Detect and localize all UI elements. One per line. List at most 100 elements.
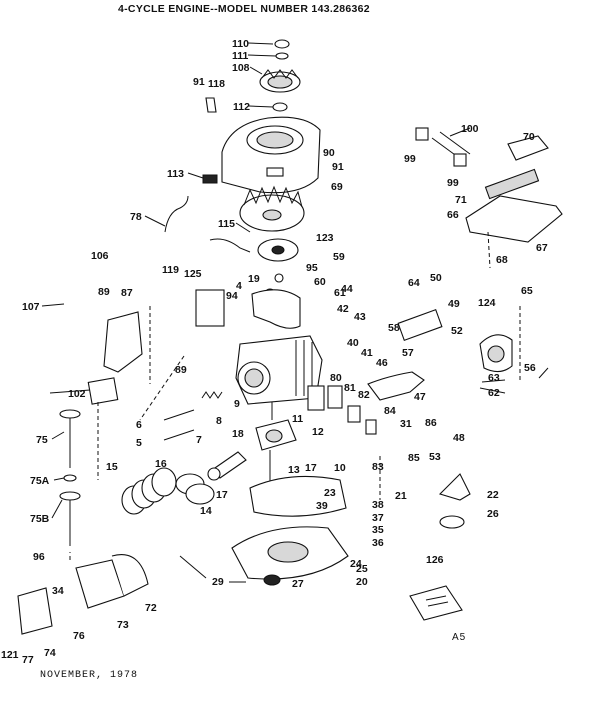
callout-label: 78 [130, 211, 142, 223]
callout-label: 39 [316, 500, 328, 512]
callout-label: 18 [232, 428, 244, 440]
callout-label: 68 [496, 254, 508, 266]
callout-label: 57 [402, 347, 414, 359]
callout-label: 20 [356, 576, 368, 588]
blower-housing-part [221, 116, 321, 194]
breather-part [307, 385, 325, 411]
callout-label: 38 [372, 499, 384, 511]
callout-label: 77 [22, 654, 34, 666]
fuel-line-part [415, 127, 471, 167]
callout-label: 108 [232, 62, 250, 74]
piston-part [175, 473, 215, 505]
callout-label: 85 [408, 452, 420, 464]
callout-label: 14 [200, 505, 212, 517]
callout-label: 107 [22, 301, 40, 313]
callout-label: 83 [372, 461, 384, 473]
callout-label: 67 [536, 242, 548, 254]
callout-label: 7 [196, 434, 202, 446]
callout-label: 74 [44, 647, 56, 659]
callout-label: 31 [400, 418, 412, 430]
callout-label: 62 [488, 387, 500, 399]
callout-label: 96 [33, 551, 45, 563]
exhaust-valve-part [59, 491, 81, 546]
callout-label: 12 [312, 426, 324, 438]
callout-label: 46 [376, 357, 388, 369]
callout-label: 64 [408, 277, 420, 289]
valve-spring-part [201, 391, 223, 399]
callout-label: 82 [358, 389, 370, 401]
callout-label: 75B [30, 513, 50, 525]
callout-label: 6 [136, 419, 142, 431]
callout-label: 84 [384, 405, 396, 417]
tank-bracket-part [195, 289, 225, 327]
piston-rings-part [121, 467, 177, 515]
bracket-part [205, 97, 217, 113]
callout-label: 17 [216, 489, 228, 501]
callout-label: 121 [1, 649, 19, 661]
publication-date: NOVEMBER, 1978 [40, 670, 139, 681]
callout-label: 56 [524, 362, 536, 374]
callout-label: 23 [324, 487, 336, 499]
washer-part [272, 102, 288, 112]
fuel-tank-part [465, 135, 563, 243]
callout-label: 72 [145, 602, 157, 614]
callout-label: 42 [337, 303, 349, 315]
callout-label: 4 [236, 280, 242, 292]
callout-label: 26 [487, 508, 499, 520]
flywheel-part [239, 185, 305, 232]
throttle-bracket-part [397, 308, 443, 342]
nut-part [274, 39, 290, 60]
callout-label: 66 [447, 209, 459, 221]
air-baffle-part [251, 289, 301, 329]
callout-label: 17 [305, 462, 317, 474]
callout-label: 60 [314, 276, 326, 288]
muffler-part [75, 554, 149, 609]
intake-valve-part [59, 409, 81, 468]
callout-label: 75A [30, 475, 50, 487]
callout-label: 37 [372, 512, 384, 524]
callout-label: 90 [323, 147, 335, 159]
callout-label: 112 [233, 101, 250, 113]
callout-label: 99 [447, 177, 459, 189]
callout-label: 125 [184, 268, 202, 280]
callout-label: 61 [334, 287, 346, 299]
oil-seal-part [263, 574, 281, 586]
callout-label: 94 [226, 290, 238, 302]
callout-labels: 110 111 108 91 118 112 100 70 90 91 99 9… [1, 38, 548, 666]
float-bowl-part [438, 473, 471, 529]
callout-label: 71 [455, 194, 467, 206]
grille-part [202, 174, 218, 184]
callout-label: 41 [361, 347, 373, 359]
page-identifier: A5 [452, 632, 467, 643]
valve-cover-part [87, 377, 119, 405]
governor-link-part [367, 371, 425, 401]
callout-label: 115 [218, 218, 235, 230]
callout-label: 24 [350, 558, 362, 570]
callout-label: 36 [372, 537, 384, 549]
breather-gasket-part [327, 385, 343, 409]
callout-label: 15 [106, 461, 118, 473]
callout-label: 58 [388, 322, 400, 334]
callout-label: 44 [341, 283, 353, 295]
mounting-flange-part [231, 526, 349, 580]
callout-label: 69 [331, 181, 343, 193]
sump-gasket-part [249, 475, 347, 517]
ignition-coil-part [257, 238, 299, 262]
callout-label: 49 [448, 298, 460, 310]
callout-label: 11 [292, 413, 303, 425]
callout-label: 106 [91, 250, 109, 262]
callout-label: 123 [316, 232, 334, 244]
callout-label: 126 [426, 554, 444, 566]
callout-label: 59 [333, 251, 345, 263]
callout-label: 40 [347, 337, 359, 349]
callout-label: 124 [478, 297, 496, 309]
callout-label: 5 [136, 437, 142, 449]
callout-label: 87 [121, 287, 133, 299]
callout-label: 9 [234, 398, 240, 410]
callout-label: 95 [306, 262, 318, 274]
callout-label: 110 [232, 38, 249, 50]
callout-label: 25 [356, 563, 368, 575]
control-bracket-part [103, 311, 143, 373]
callout-label: 75 [36, 434, 48, 446]
callout-label: 13 [288, 464, 300, 476]
